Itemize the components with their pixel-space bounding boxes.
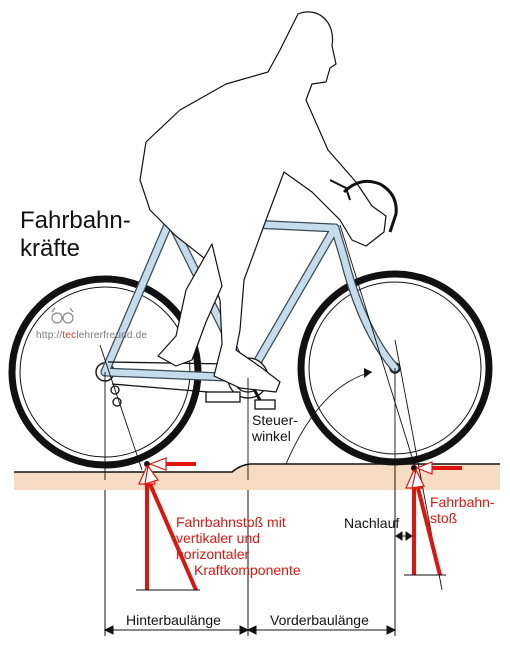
front-force-vectors: [404, 461, 462, 576]
road-line: [14, 463, 500, 473]
rear-impact-line-3: horizontaler: [176, 546, 250, 563]
rear-contact-point: [144, 461, 150, 467]
diagram-title: Fahrbahn- kräfte: [20, 207, 131, 262]
rear-force-vectors: [136, 457, 200, 591]
rear-impact-line-4: Kraftkomponente: [194, 562, 301, 579]
steering-angle-line-2: winkel: [252, 428, 291, 445]
title-line-1: Fahrbahn-: [20, 207, 131, 234]
road-surface: [14, 464, 500, 490]
watermark-prefix: http://: [36, 330, 63, 341]
title-line-2: kräfte: [20, 234, 81, 262]
trail-dimension: [395, 531, 413, 541]
steering-angle-arrowhead: [364, 368, 372, 378]
watermark-url: http://teclehrerfreund.de: [36, 330, 147, 342]
rear-impact-line-2: vertikaler und: [176, 530, 261, 547]
length-dimensions: [103, 470, 397, 636]
steering-angle-line-1: Steuer-: [252, 412, 298, 428]
owl-logo-icon: [51, 307, 74, 324]
steering-angle-label: Steuer- winkel: [252, 412, 298, 444]
rear-length-label: Hinterbaulänge: [126, 612, 221, 628]
watermark-brand: tec: [62, 330, 77, 341]
front-length-label: Vorderbaulänge: [270, 612, 369, 628]
front-impact-label: Fahrbahn- stoß: [430, 494, 495, 526]
front-impact-line-2: stoß: [430, 510, 458, 527]
watermark-suffix: lehrerfreund.de: [76, 330, 148, 341]
rider-silhouette: [139, 11, 398, 393]
trail-label: Nachlauf: [344, 515, 400, 531]
rear-impact-label: Fahrbahnstoß mit vertikaler und horizont…: [176, 514, 301, 578]
front-impact-line-1: Fahrbahn-: [430, 494, 495, 510]
geometry-lines: [99, 224, 443, 591]
rear-impact-line-1: Fahrbahnstoß mit: [176, 514, 286, 530]
